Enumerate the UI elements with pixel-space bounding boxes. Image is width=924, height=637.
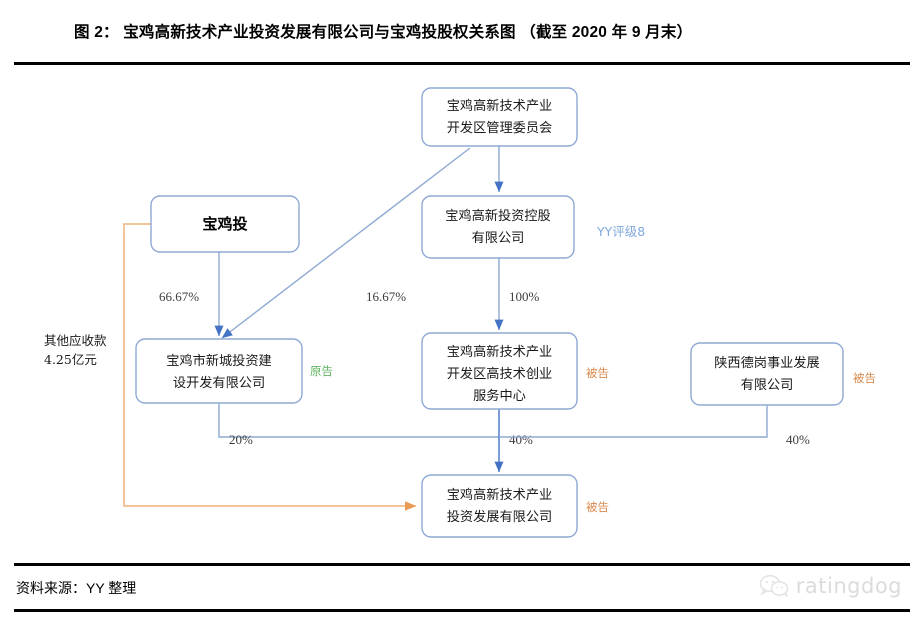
edge-label-mgmt-xincheng: 16.67% xyxy=(366,289,406,304)
node-center-line3: 服务中心 xyxy=(473,388,526,404)
tag-degang-defendant: 被告 xyxy=(853,371,876,385)
node-xincheng[interactable]: 宝鸡市新城投资建 设开发有限公司 xyxy=(135,338,303,404)
node-degang-line1: 陕西德岗事业发展 xyxy=(714,355,820,371)
divider-foot xyxy=(14,609,910,612)
tag-center-defendant: 被告 xyxy=(586,366,609,380)
edge-receivable-baojitou-target xyxy=(123,223,417,511)
ownership-diagram: 100% 16.67% 100% 66.67% 20% xyxy=(0,62,924,563)
node-baojitou-label: 宝鸡投 xyxy=(202,215,247,233)
node-target-line1: 宝鸡高新技术产业 xyxy=(447,486,553,503)
node-holding-line1: 宝鸡高新投资控股 xyxy=(445,207,551,224)
tag-target-defendant: 被告 xyxy=(586,500,609,514)
edge-degang-target: 40% xyxy=(499,405,810,447)
receivable-line2: 4.25亿元 xyxy=(44,352,97,367)
node-center-line2: 开发区高技术创业 xyxy=(447,365,553,382)
wechat-icon xyxy=(759,574,789,598)
node-baojitou[interactable]: 宝鸡投 xyxy=(150,195,300,253)
edge-baojitou-xincheng: 66.67% xyxy=(159,252,224,337)
node-xincheng-line1: 宝鸡市新城投资建 xyxy=(166,352,272,369)
node-mgmt-line2: 开发区管理委员会 xyxy=(447,120,553,136)
page-title: 图 2： 宝鸡高新技术产业投资发展有限公司与宝鸡投股权关系图 （截至 2020 … xyxy=(74,24,693,41)
node-target[interactable]: 宝鸡高新技术产业 投资发展有限公司 xyxy=(421,474,578,538)
node-xincheng-line2: 设开发有限公司 xyxy=(173,375,265,391)
edge-holding-center: 100% xyxy=(494,258,540,331)
edge-mgmt-xincheng: 16.67% xyxy=(221,147,471,339)
divider-top xyxy=(14,62,910,65)
node-degang[interactable]: 陕西德岗事业发展 有限公司 xyxy=(690,342,844,406)
edge-label-degang-target: 40% xyxy=(786,432,810,447)
node-mgmt[interactable]: 宝鸡高新技术产业 开发区管理委员会 xyxy=(421,87,578,147)
node-center[interactable]: 宝鸡高新技术产业 开发区高技术创业 服务中心 xyxy=(421,332,578,410)
divider-bottom xyxy=(14,563,910,566)
watermark-label: ratingdog xyxy=(795,574,902,598)
figure-title-bar: 图 2： 宝鸡高新技术产业投资发展有限公司与宝鸡投股权关系图 （截至 2020 … xyxy=(0,0,924,62)
edge-xincheng-target: 20% xyxy=(218,403,499,447)
node-mgmt-line1: 宝鸡高新技术产业 xyxy=(447,97,553,114)
node-holding-line2: 有限公司 xyxy=(472,230,525,246)
node-holding[interactable]: 宝鸡高新投资控股 有限公司 xyxy=(421,195,575,259)
watermark: ratingdog xyxy=(759,574,902,598)
node-degang-line2: 有限公司 xyxy=(741,377,794,393)
edge-center-target: 40% xyxy=(494,409,533,473)
node-target-line2: 投资发展有限公司 xyxy=(447,509,553,525)
edge-label-center-target: 40% xyxy=(509,432,533,447)
rating-badge: YY评级8 xyxy=(596,224,645,239)
tag-xincheng-plaintiff: 原告 xyxy=(310,364,333,378)
source-note: 资料来源：YY 整理 xyxy=(16,580,137,596)
edge-label-holding-center: 100% xyxy=(509,289,540,304)
edge-label-baojitou-xincheng: 66.67% xyxy=(159,289,199,304)
annotation-receivable: 其他应收款 4.25亿元 xyxy=(44,333,107,367)
receivable-line1: 其他应收款 xyxy=(44,333,107,348)
edge-label-xincheng-target: 20% xyxy=(229,432,253,447)
node-center-line1: 宝鸡高新技术产业 xyxy=(447,343,553,360)
